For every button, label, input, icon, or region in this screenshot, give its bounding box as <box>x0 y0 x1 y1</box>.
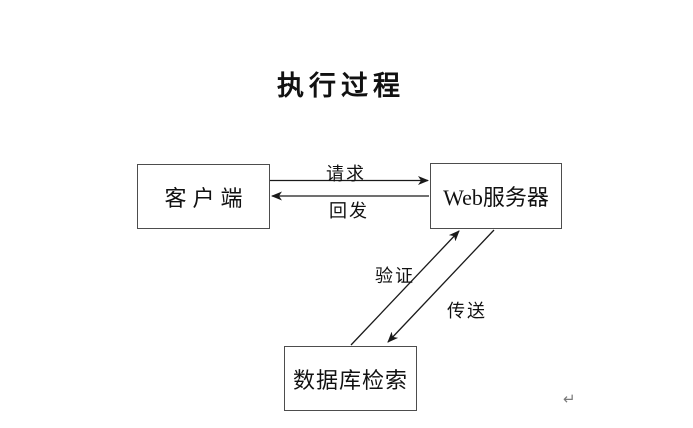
node-client: 客户端 <box>137 164 270 229</box>
diagram-title: 执行过程 <box>277 71 405 101</box>
node-web-server-label: Web服务器 <box>443 185 549 210</box>
node-client-label: 客户端 <box>164 185 249 211</box>
edge-label-transfer: 传送 <box>447 301 487 321</box>
verify-arrow-line <box>350 230 460 346</box>
node-database-label: 数据库检索 <box>292 367 408 393</box>
edge-label-verify: 验证 <box>375 266 415 286</box>
edge-label-postback: 回发 <box>329 201 369 221</box>
node-web-server: Web服务器 <box>430 163 562 229</box>
paragraph-return-icon: ↵ <box>563 390 576 408</box>
transfer-arrow-line <box>387 229 495 343</box>
node-database: 数据库检索 <box>284 346 417 411</box>
edge-label-request: 请求 <box>326 164 366 184</box>
